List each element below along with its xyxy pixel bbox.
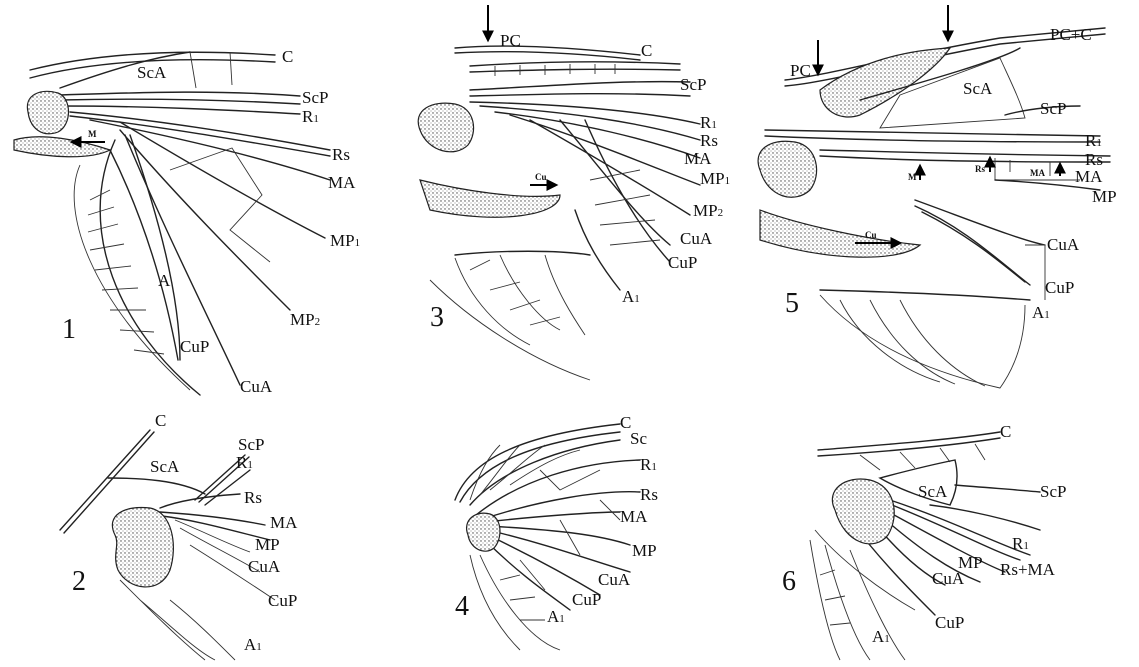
label-cua: CuA xyxy=(1047,235,1080,254)
label-m-arrow: M xyxy=(88,129,97,139)
figure-5-drawing xyxy=(758,28,1110,388)
label-pc: PC xyxy=(790,61,811,80)
figure-number: 1 xyxy=(62,314,76,345)
figure-number: 6 xyxy=(782,566,796,597)
figure-6: C ScA ScP R1 MP CuA Rs+MA CuP A1 6 xyxy=(782,422,1066,660)
figure-6-drawing xyxy=(810,432,1040,660)
figure-1: M C ScA ScP R1 Rs MA MP1 A MP2 CuP CuA 1 xyxy=(14,47,360,396)
label-c: C xyxy=(1000,422,1011,441)
label-a1: A1 xyxy=(547,607,565,626)
label-rs: Rs xyxy=(244,488,262,507)
label-cup: CuP xyxy=(935,613,964,632)
label-m-arrow: M xyxy=(908,172,917,182)
label-c: C xyxy=(282,47,293,66)
label-ma: MA xyxy=(684,149,712,168)
label-cup: CuP xyxy=(268,591,297,610)
label-r1: R1 xyxy=(302,107,319,126)
label-ma-arrow: MA xyxy=(1030,168,1045,178)
label-mp: MP xyxy=(255,535,280,554)
label-sc: Sc xyxy=(630,429,647,448)
label-scp: ScP xyxy=(1040,482,1066,501)
label-cua: CuA xyxy=(680,229,713,248)
figure-number: 3 xyxy=(430,302,444,333)
label-mp: MP xyxy=(632,541,657,560)
label-cup: CuP xyxy=(668,253,697,272)
label-r1: R1 xyxy=(700,113,717,132)
label-rs: Rs xyxy=(700,131,718,150)
label-ma: MA xyxy=(270,513,298,532)
label-rs: Rs xyxy=(640,485,658,504)
label-cua: CuA xyxy=(598,570,631,589)
label-rs: Rs xyxy=(332,145,350,164)
label-ma: MA xyxy=(620,507,648,526)
label-cup: CuP xyxy=(572,590,601,609)
label-ma: MA xyxy=(1075,167,1103,186)
label-rs-ma: Rs+MA xyxy=(1000,560,1056,579)
label-mp2: MP2 xyxy=(693,201,723,220)
figure-4: C Sc R1 Rs MA MP CuA CuP A1 4 xyxy=(455,413,658,650)
label-mp1: MP1 xyxy=(330,231,360,250)
label-scp: ScP xyxy=(680,75,706,94)
label-a: A xyxy=(158,271,171,290)
label-cup: CuP xyxy=(180,337,209,356)
label-cup: CuP xyxy=(1045,278,1074,297)
label-mp2: MP2 xyxy=(290,310,320,329)
label-cua: CuA xyxy=(240,377,273,396)
figure-number: 2 xyxy=(72,566,86,597)
label-sca: ScA xyxy=(963,79,993,98)
label-a1: A1 xyxy=(622,287,640,306)
label-cua: CuA xyxy=(932,569,965,588)
figure-5: PC+C PC ScA ScP R1 Rs M Rs MA MA MP Cu C… xyxy=(758,5,1117,388)
label-rs-arrow: Rs xyxy=(975,164,985,174)
label-scp: ScP xyxy=(1040,99,1066,118)
label-r1: R1 xyxy=(1012,534,1029,553)
figure-3-drawing xyxy=(418,46,700,380)
label-r1: R1 xyxy=(236,453,253,472)
label-a1: A1 xyxy=(244,635,262,654)
label-sca: ScA xyxy=(137,63,167,82)
label-mp: MP xyxy=(1092,187,1117,206)
label-a1: A1 xyxy=(1032,303,1050,322)
label-sca: ScA xyxy=(150,457,180,476)
figure-2: C ScP ScA R1 Rs MA MP CuA CuP A1 2 xyxy=(60,411,298,660)
label-mp1: MP1 xyxy=(700,169,730,188)
label-pc-c: PC+C xyxy=(1050,25,1092,44)
label-pc: PC xyxy=(500,31,521,50)
label-cu-arrow: Cu xyxy=(865,230,877,240)
label-scp: ScP xyxy=(238,435,264,454)
figure-number: 4 xyxy=(455,591,469,622)
label-r1: R1 xyxy=(640,455,657,474)
label-ma: MA xyxy=(328,173,356,192)
label-c: C xyxy=(641,41,652,60)
label-scp: ScP xyxy=(302,88,328,107)
figure-number: 5 xyxy=(785,288,799,319)
label-cua: CuA xyxy=(248,557,281,576)
label-cu-arrow: Cu xyxy=(535,172,547,182)
label-sca: ScA xyxy=(918,482,948,501)
label-a1: A1 xyxy=(872,627,890,646)
label-c: C xyxy=(155,411,166,430)
label-r1: R1 xyxy=(1085,131,1102,150)
figure-3: Cu PC C ScP R1 Rs MA MP1 MP2 CuA CuP A1 … xyxy=(418,5,730,380)
